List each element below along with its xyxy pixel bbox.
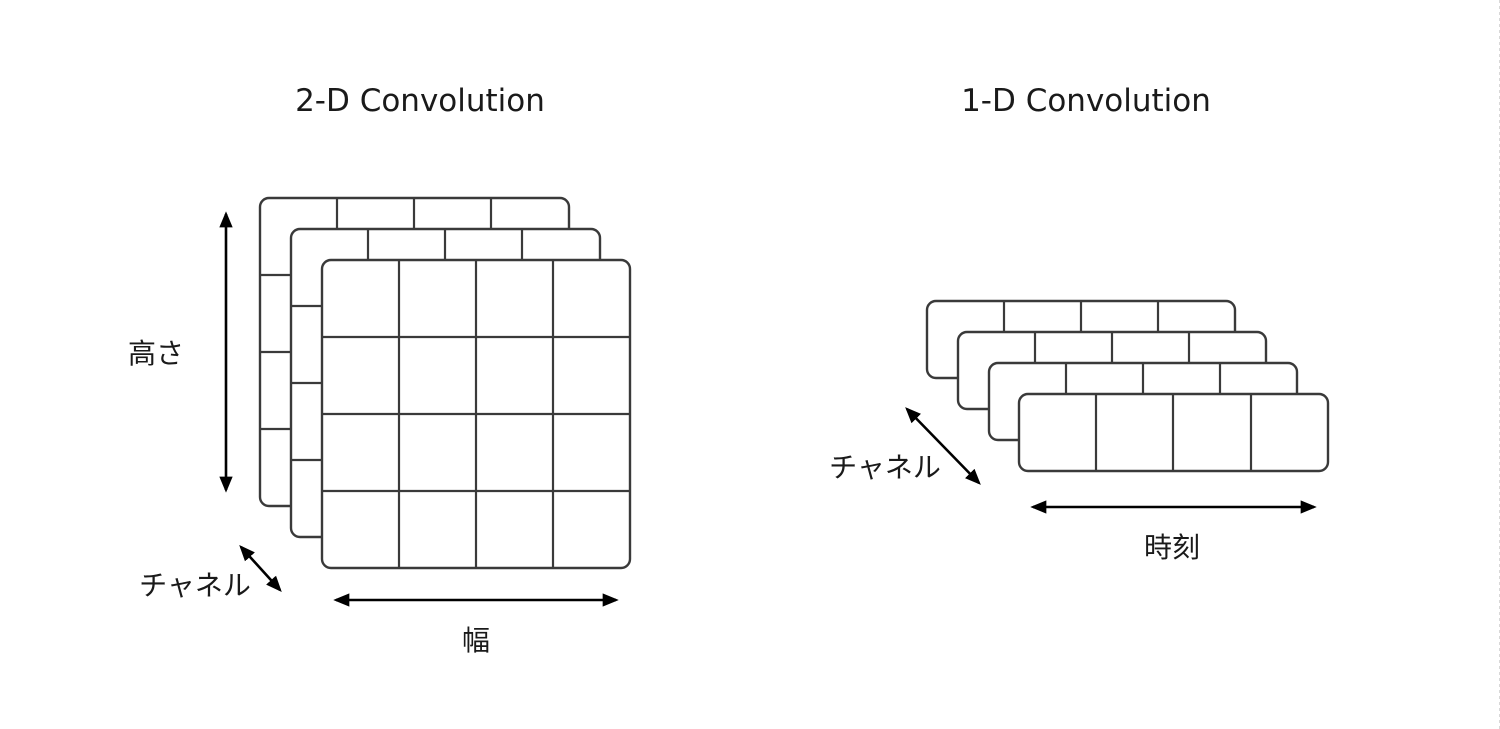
title-1d: 1-D Convolution — [961, 83, 1211, 119]
panel-1d-convolution: 1-D Convolution — [829, 83, 1330, 564]
height-label: 高さ — [128, 337, 184, 370]
panel-2d-convolution: 2-D Convolution — [128, 83, 632, 657]
channel-label-1d: チャネル — [829, 451, 941, 484]
width-label: 幅 — [462, 624, 490, 657]
channel-label-2d: チャネル — [139, 569, 251, 602]
time-label: 時刻 — [1144, 531, 1200, 564]
channel-strip-4 — [1017, 392, 1330, 473]
channel-plate-front — [320, 258, 632, 570]
channel-arrow-2d — [239, 545, 282, 592]
channel-arrow-1d — [905, 407, 981, 485]
title-2d: 2-D Convolution — [295, 83, 545, 119]
